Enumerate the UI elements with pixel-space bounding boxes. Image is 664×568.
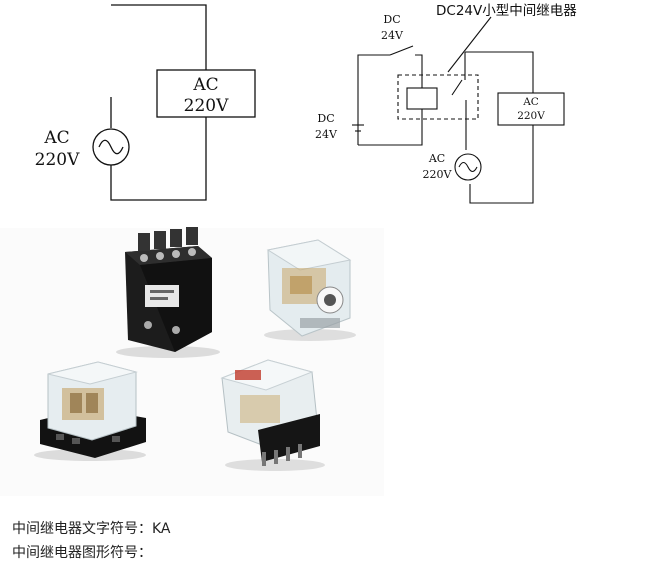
control-switch-icon — [389, 45, 414, 56]
right-load-label-line1: AC — [522, 96, 539, 108]
left-circuit-wire-bottom — [110, 117, 207, 201]
right-ac-wave-icon — [458, 161, 478, 173]
left-source-label-line1: AC — [43, 128, 69, 148]
left-circuit-wire-top — [111, 4, 207, 70]
battery-label-line2: 24V — [315, 128, 338, 141]
right-source-label-line1: AC — [428, 152, 445, 165]
figure: AC 220V AC 220V DC24V小型中间继电器 DC 24V DC 2… — [34, 3, 578, 471]
relay-contact-wire-top — [465, 51, 534, 93]
photo-contactor-relay — [116, 227, 220, 358]
left-ac-wave-icon — [98, 139, 124, 155]
control-wire-to-coil — [415, 54, 423, 88]
photo-round-octal-relay — [220, 359, 325, 471]
left-circuit — [92, 4, 256, 201]
battery-label-line1: DC — [317, 112, 334, 125]
photo-clear-relay-socket — [34, 361, 146, 461]
caption-text-symbol: 中间继电器文字符号：KA — [12, 521, 171, 537]
left-load-label-line1: AC — [192, 75, 218, 95]
caption-graphic-symbol: 中间继电器图形符号： — [12, 545, 152, 561]
title-leader-line — [447, 16, 492, 73]
switch-label-line2: 24V — [381, 29, 404, 42]
relay-enclosure — [397, 74, 479, 120]
left-load-box — [156, 69, 256, 118]
switch-label-line1: DC — [383, 13, 400, 26]
control-wire-coil-return — [358, 109, 423, 146]
right-load-label-line2: 220V — [517, 110, 545, 122]
left-source-label-line2: 220V — [35, 150, 80, 170]
photo-clear-square-relay — [264, 239, 356, 341]
right-circuit — [352, 16, 565, 204]
relay-contact-icon — [451, 79, 463, 96]
right-source-label-line2: 220V — [423, 168, 453, 181]
control-wire-top — [357, 54, 390, 145]
relay-coil-icon — [406, 87, 438, 110]
right-title: DC24V小型中间继电器 — [436, 3, 577, 19]
left-load-label-line2: 220V — [184, 96, 229, 116]
right-load-return-wire — [469, 125, 534, 204]
right-load-box — [497, 92, 565, 126]
